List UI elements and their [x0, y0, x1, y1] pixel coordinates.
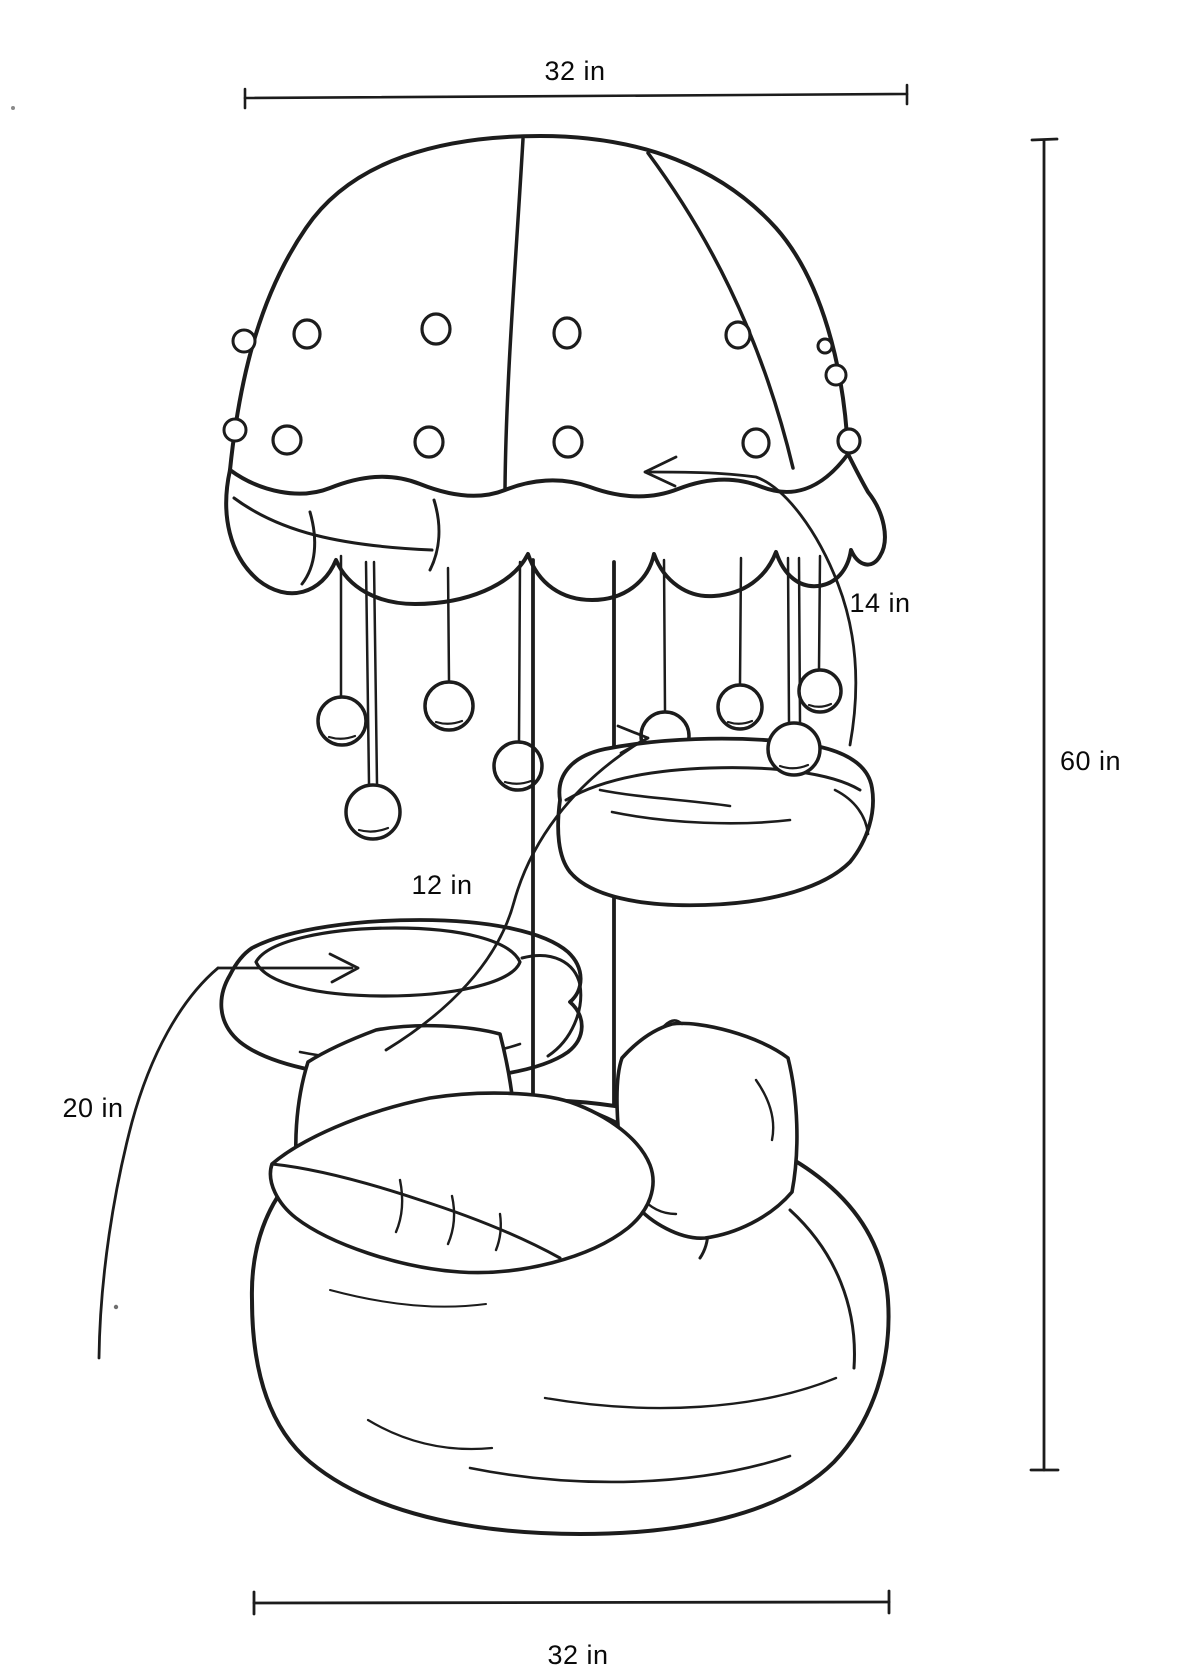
pillows [268, 1019, 799, 1308]
speck [113, 1304, 119, 1310]
hanging-ball-toys [316, 554, 843, 841]
toy-balls [316, 668, 843, 841]
label-14in: 14 in [849, 588, 910, 618]
label-height: 60 in [1060, 746, 1121, 776]
edge-bump [231, 328, 257, 354]
label-top-width: 32 in [544, 56, 605, 86]
label-12in: 12 in [411, 870, 472, 900]
edge-bump [824, 363, 848, 387]
dome-dots [222, 312, 862, 459]
label-20in: 20 in [62, 1093, 123, 1123]
arrow-20in [97, 952, 360, 1360]
toy-ball-on-perch [766, 721, 822, 777]
label-base-width: 32 in [547, 1640, 608, 1670]
arrow-14in [643, 455, 858, 747]
top-width-dimension-line [243, 83, 909, 110]
dome-seam-center [503, 137, 525, 491]
edge-bump [222, 417, 248, 443]
arrow-12in [384, 724, 650, 1052]
height-dimension-line [1029, 137, 1060, 1472]
dome-seam-right [646, 151, 795, 470]
canopy-dome [222, 134, 862, 491]
pillow-right [615, 1019, 799, 1240]
annotation-arrows [97, 455, 858, 1360]
top-perch [556, 721, 875, 908]
dimension-labels: 32 in 60 in 14 in 12 in 20 in 32 in [62, 56, 1121, 1670]
pillow-front [268, 1091, 655, 1308]
speck [11, 106, 15, 110]
canopy-frill [224, 452, 887, 606]
bottom-width-dimension-line [252, 1589, 891, 1616]
dimension-lines [243, 83, 1060, 1616]
